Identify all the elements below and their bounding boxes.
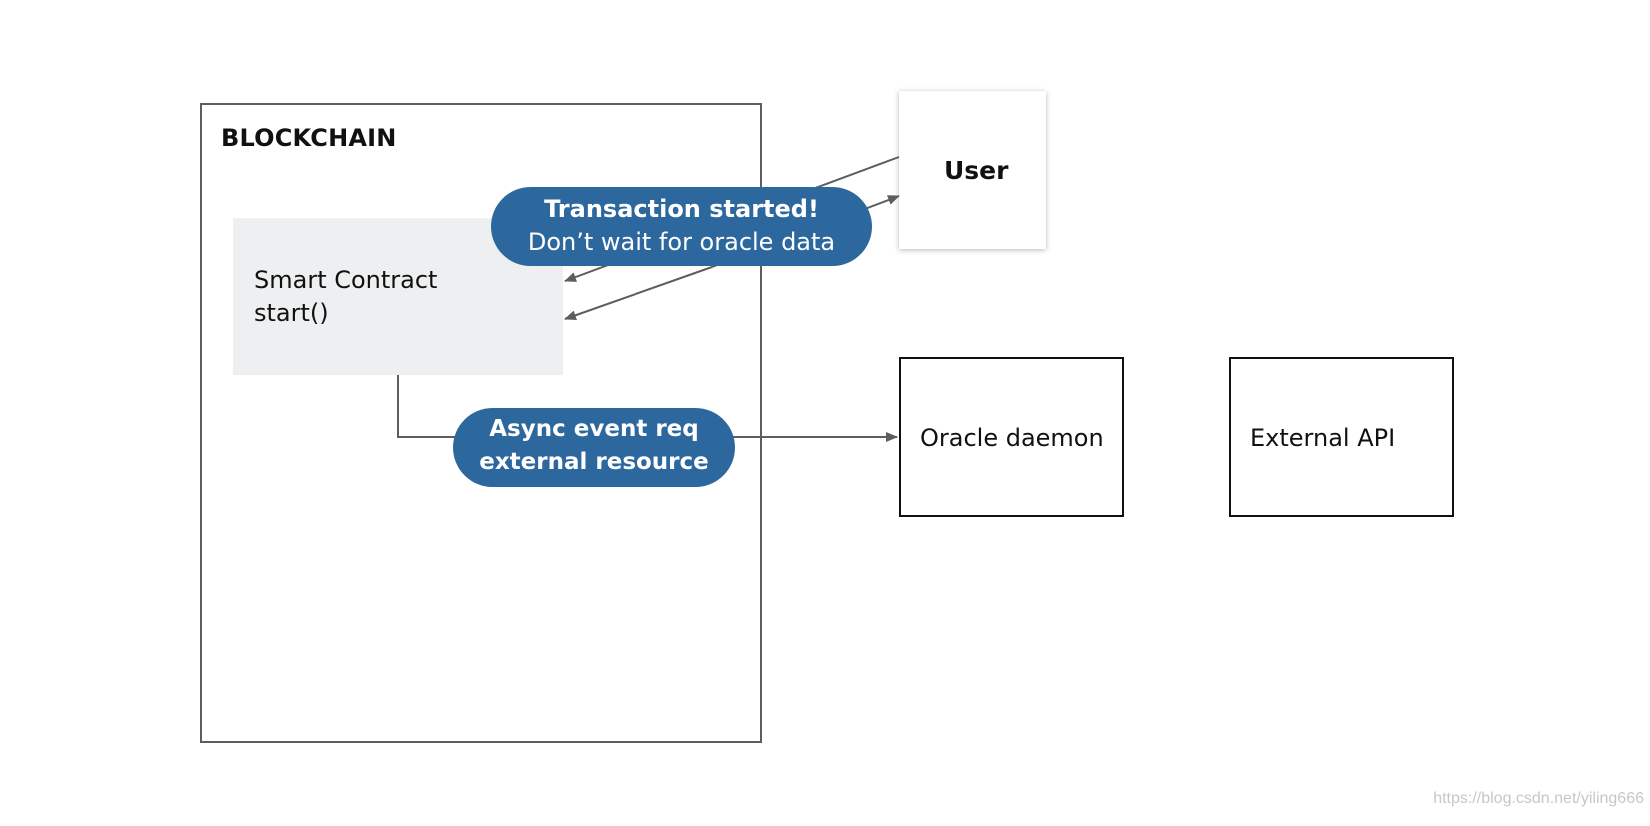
oracle-daemon-node <box>899 357 1124 517</box>
external-api-node <box>1229 357 1454 517</box>
async-event-callout: Async event req external resource <box>453 408 735 487</box>
smart-contract-method: start() <box>254 299 329 327</box>
transaction-started-callout: Transaction started! Don’t wait for orac… <box>491 187 872 266</box>
watermark-text: https://blog.csdn.net/yiling666 <box>1433 790 1644 807</box>
async-callout-line1: Async event req <box>489 416 699 442</box>
blockchain-title: BLOCKCHAIN <box>221 124 397 152</box>
transaction-callout-title: Transaction started! <box>544 195 819 223</box>
async-callout-line2: external resource <box>479 449 709 475</box>
contract-to-user-arrow-lower <box>564 266 713 321</box>
user-label: User <box>944 156 1009 185</box>
user-node <box>899 91 1046 249</box>
smart-contract-name: Smart Contract <box>254 266 438 294</box>
transaction-callout-subtitle: Don’t wait for oracle data <box>527 228 836 256</box>
oracle-daemon-label: Oracle daemon <box>920 424 1104 452</box>
blockchain-container <box>200 103 762 743</box>
external-api-label: External API <box>1250 424 1396 452</box>
